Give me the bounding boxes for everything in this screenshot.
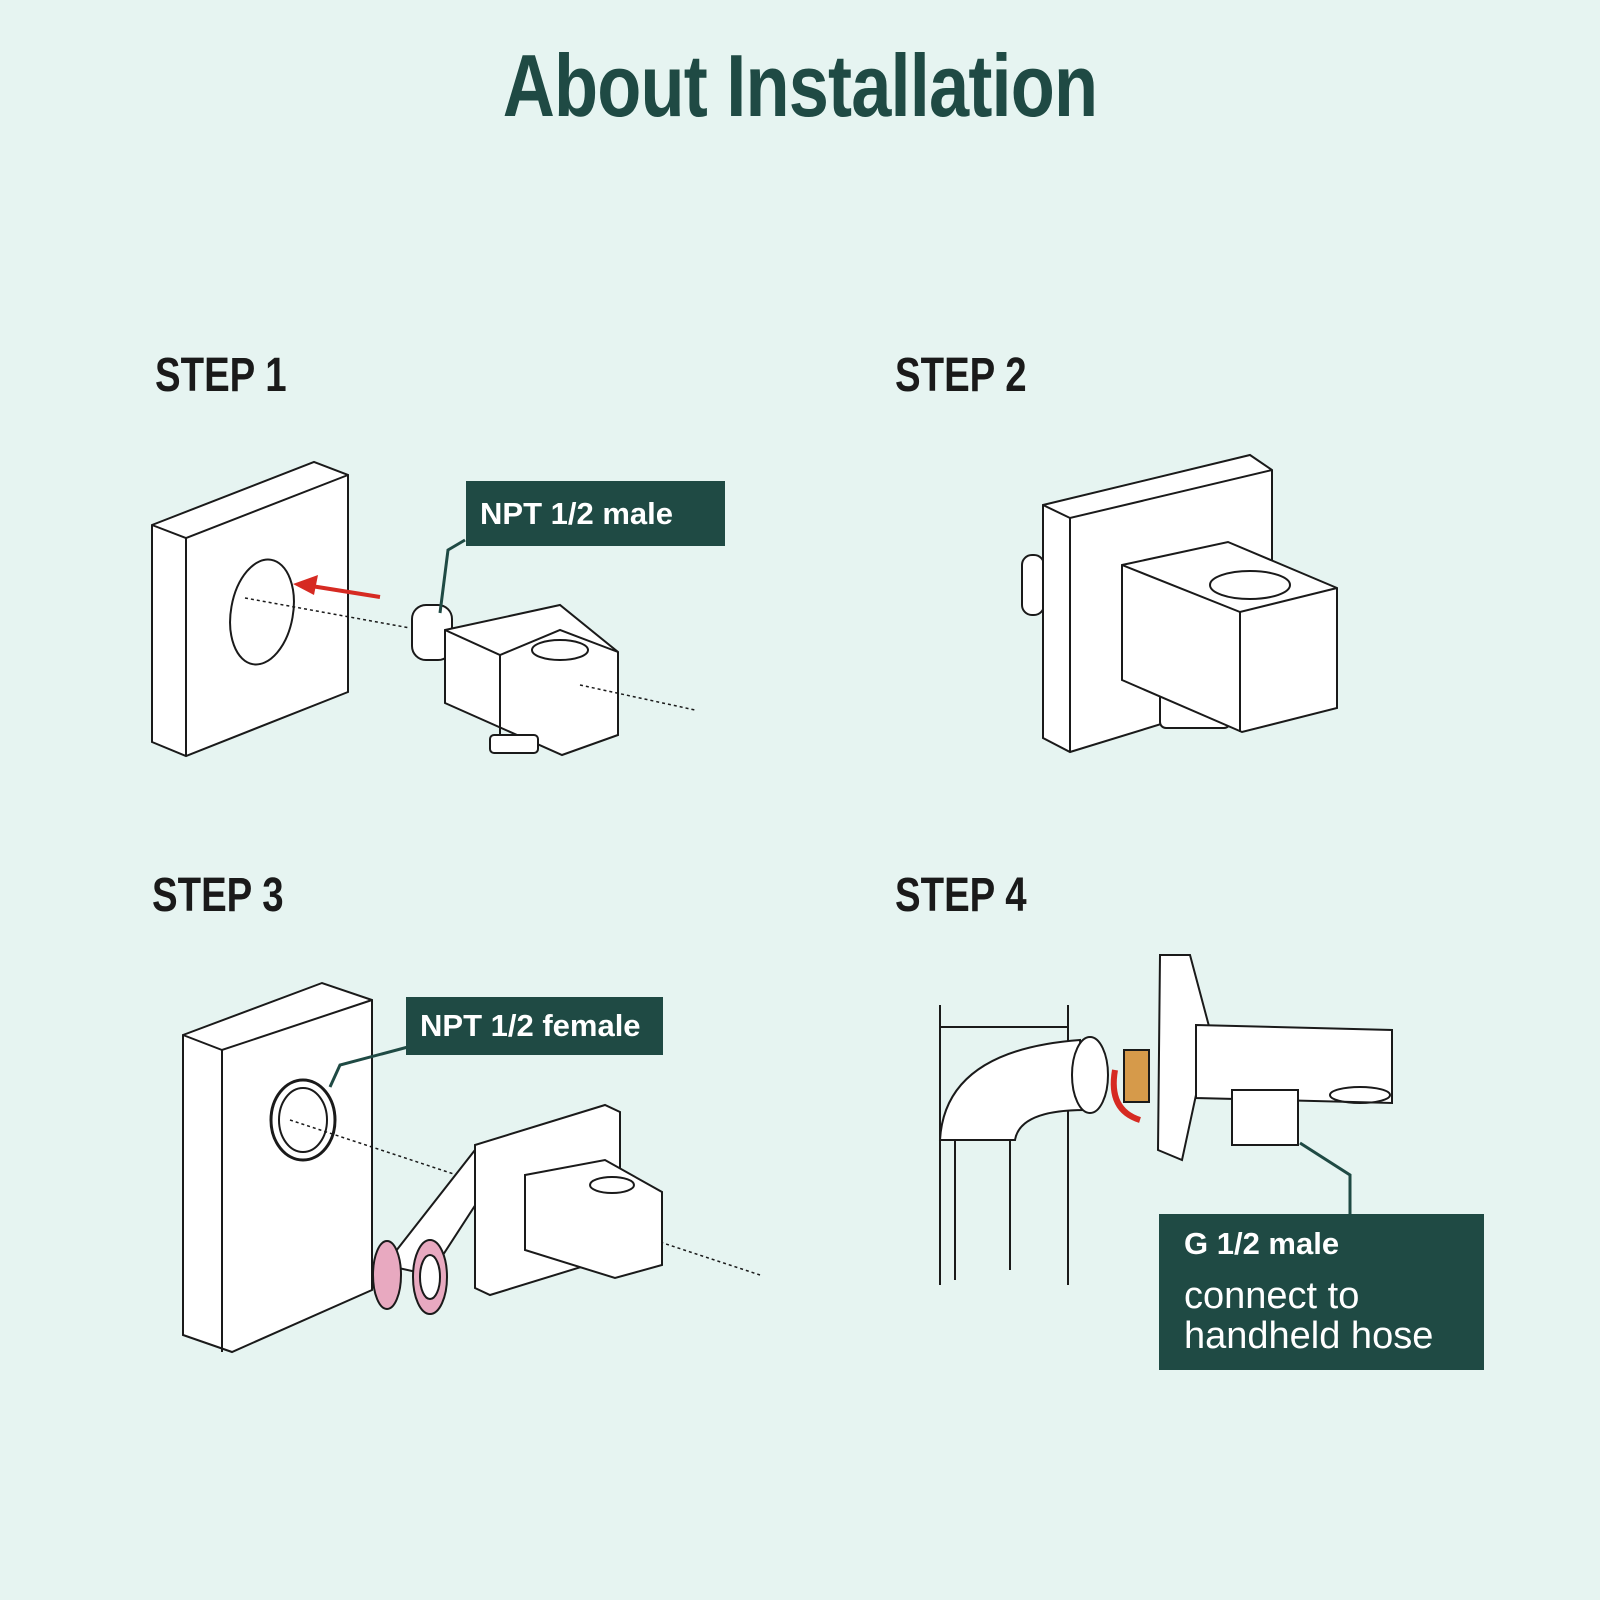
step-4-illustration xyxy=(938,954,1393,1285)
g-male-callout: G 1/2 male connect to handheld hose xyxy=(1159,1214,1484,1370)
step-3-illustration xyxy=(182,981,761,1354)
step-2-illustration xyxy=(1021,453,1338,754)
page-title: About Installation xyxy=(502,36,1098,135)
step-1-heading: STEP 1 xyxy=(155,349,287,402)
step-1-illustration xyxy=(151,460,696,758)
g-male-label: G 1/2 male xyxy=(1184,1226,1340,1261)
step-3-heading: STEP 3 xyxy=(152,869,284,922)
step-2-heading: STEP 2 xyxy=(895,349,1027,402)
npt-female-label: NPT 1/2 female xyxy=(406,997,663,1055)
callout-note-line-1: connect to xyxy=(1184,1275,1360,1317)
step-4-heading: STEP 4 xyxy=(895,869,1027,922)
callout-note-line-2: handheld hose xyxy=(1184,1315,1434,1357)
npt-male-label: NPT 1/2 male xyxy=(466,481,725,546)
